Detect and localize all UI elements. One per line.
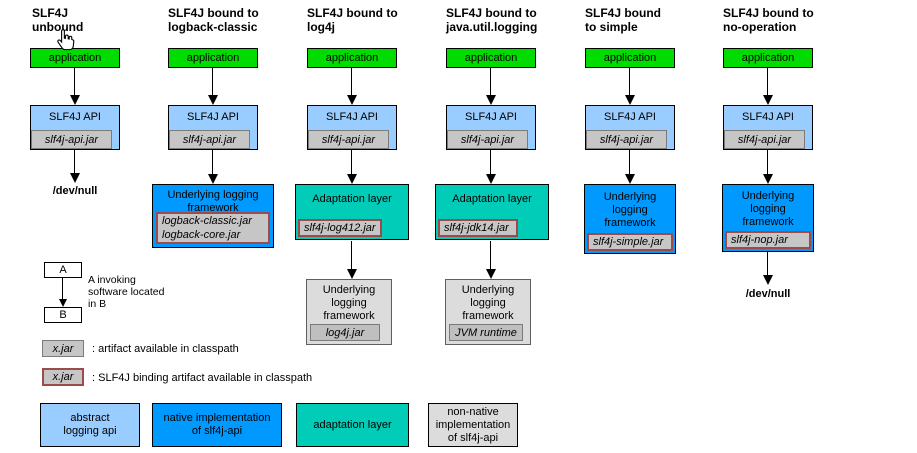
framework-jar: JVM runtime (449, 324, 523, 341)
slf4j-api-label: SLF4J API (326, 111, 378, 123)
underlying-framework-box: Underlying logging framework log4j.jar (306, 279, 392, 345)
application-box: application (446, 48, 536, 68)
column-title-log4j: SLF4J bound to log4j (307, 6, 398, 34)
slf4j-api-box: SLF4J API slf4j-api.jar (307, 105, 397, 150)
binding-jar: slf4j-nop.jar (725, 231, 811, 249)
slf4j-api-box: SLF4J API slf4j-api.jar (585, 105, 675, 150)
framework-jar: log4j.jar (310, 324, 380, 341)
slf4j-api-jar: slf4j-api.jar (169, 130, 250, 149)
application-box: application (168, 48, 258, 68)
dev-null-label: /dev/null (745, 288, 791, 300)
binding-jar: slf4j-jdk14.jar (438, 219, 518, 237)
slf4j-api-box: SLF4J API slf4j-api.jar (168, 105, 258, 150)
underlying-framework-label: Underlying logging framework (741, 190, 795, 228)
slf4j-api-box: SLF4J API slf4j-api.jar (446, 105, 536, 150)
column-title-nop: SLF4J bound to no-operation (723, 6, 814, 34)
flow-arrow (486, 150, 496, 184)
legend-non-native-impl: non-native implementation of slf4j-api (428, 403, 518, 447)
legend-binding-jar: x.jar (42, 368, 84, 386)
legend-artifact-jar: x.jar (42, 340, 84, 357)
underlying-framework-box: Underlying logging framework slf4j-simpl… (584, 184, 676, 254)
flow-arrow (625, 68, 635, 105)
legend-abstract-api: abstract logging api (40, 403, 140, 447)
legend-invoke-caption: A invoking software located in B (88, 274, 165, 310)
flow-arrow (70, 68, 80, 105)
column-title-simple: SLF4J bound to simple (585, 6, 661, 34)
flow-arrow (763, 252, 773, 285)
binding-jar: slf4j-simple.jar (587, 233, 673, 251)
slf4j-api-jar: slf4j-api.jar (308, 130, 389, 149)
dev-null-label: /dev/null (52, 185, 98, 197)
slf4j-api-box: SLF4J API slf4j-api.jar (723, 105, 813, 150)
flow-arrow (347, 68, 357, 105)
binding-jar: slf4j-log412.jar (298, 219, 382, 237)
column-title-unbound: SLF4J unbound (32, 6, 84, 34)
application-box: application (585, 48, 675, 68)
flow-arrow (347, 241, 357, 279)
application-box: application (723, 48, 813, 68)
legend-artifact-caption: : artifact available in classpath (92, 343, 239, 355)
binding-jar: logback-classic.jar logback-core.jar (156, 212, 270, 244)
flow-arrow (208, 150, 218, 184)
slf4j-api-jar: slf4j-api.jar (447, 130, 528, 149)
slf4j-api-box: SLF4J API slf4j-api.jar (30, 105, 120, 150)
underlying-framework-label: Underlying logging framework (322, 284, 376, 322)
application-box: application (307, 48, 397, 68)
slf4j-api-jar: slf4j-api.jar (31, 130, 112, 149)
underlying-framework-box: Underlying logging framework JVM runtime (445, 279, 531, 345)
legend-native-impl: native implementation of slf4j-api (152, 403, 282, 447)
mouse-cursor-icon (57, 28, 75, 51)
application-box: application (30, 48, 120, 68)
adaptation-layer-box: Adaptation layer slf4j-log412.jar (295, 184, 409, 240)
legend-box-b: B (44, 307, 82, 323)
legend-arrow (59, 278, 67, 307)
slf4j-api-jar: slf4j-api.jar (724, 130, 805, 149)
column-title-jul: SLF4J bound to java.util.logging (446, 6, 538, 34)
flow-arrow (763, 150, 773, 184)
slf4j-api-label: SLF4J API (49, 111, 101, 123)
flow-arrow (347, 150, 357, 184)
adaptation-layer-label: Adaptation layer (312, 193, 392, 205)
flow-arrow (763, 68, 773, 105)
flow-arrow (625, 150, 635, 184)
slf4j-api-jar: slf4j-api.jar (586, 130, 667, 149)
slf4j-api-label: SLF4J API (187, 111, 239, 123)
flow-arrow (486, 241, 496, 279)
legend-adaptation-layer: adaptation layer (296, 403, 409, 447)
flow-arrow (486, 68, 496, 105)
underlying-framework-label: Underlying logging framework (603, 191, 657, 229)
legend-binding-caption: : SLF4J binding artifact available in cl… (92, 372, 313, 384)
flow-arrow (70, 150, 80, 183)
underlying-framework-box: Underlying logging framework slf4j-nop.j… (722, 184, 814, 252)
underlying-framework-label: Underlying logging framework (167, 189, 259, 214)
column-title-logback: SLF4J bound to logback-classic (168, 6, 259, 34)
adaptation-layer-box: Adaptation layer slf4j-jdk14.jar (435, 184, 549, 240)
legend-box-a: A (44, 262, 82, 278)
flow-arrow (208, 68, 218, 105)
slf4j-api-label: SLF4J API (465, 111, 517, 123)
adaptation-layer-label: Adaptation layer (452, 193, 532, 205)
slf4j-api-label: SLF4J API (604, 111, 656, 123)
slf4j-api-label: SLF4J API (742, 111, 794, 123)
underlying-framework-box: Underlying logging framework logback-cla… (152, 184, 274, 248)
underlying-framework-label: Underlying logging framework (461, 284, 515, 322)
